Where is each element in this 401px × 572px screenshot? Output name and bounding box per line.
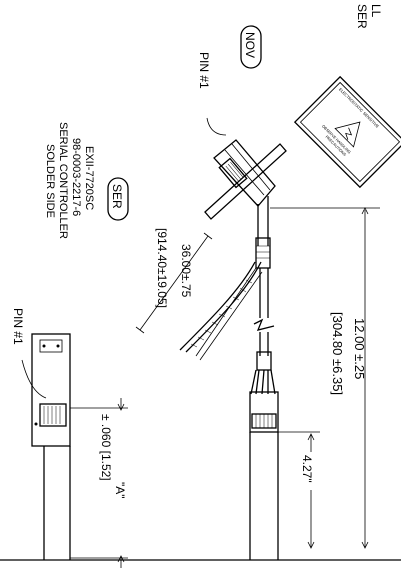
pcb-outline: [31, 333, 71, 447]
overall-length-dimension: 12.00 ±.25 [304.80 ±6.35]: [270, 207, 380, 549]
lower-cable: [249, 369, 279, 560]
twist-dim-imperial: 36.00±.75: [179, 244, 193, 298]
twisted-pair-branch: [179, 261, 263, 361]
a-dimension-label: "A": [113, 482, 127, 499]
pcb-header: [39, 403, 67, 427]
a-dimension: "A" ± .060 [1.52]: [70, 398, 128, 568]
ser-circle-label: SER: [107, 177, 129, 221]
top-connector: [204, 139, 287, 220]
connector-flange-bar: [204, 143, 287, 220]
part-info-block: EXII-7720SC 98-0003-2217-6 SERIAL CONTRO…: [44, 122, 95, 239]
ferrite-sleeve: [255, 237, 271, 269]
connector-backshell: [213, 139, 276, 207]
pcb-board: [31, 333, 71, 560]
nov-label: NOV: [243, 32, 257, 58]
offset-value: 4.27": [300, 455, 314, 483]
pin-top-label: PIN #1: [197, 52, 211, 89]
a-dimension-value: ± .060 [1.52]: [99, 414, 113, 481]
connector-pin-block: [218, 157, 248, 189]
esd-warning-label: ELECTROSTATIC SENSITIVE OBSERVE HANDLING…: [293, 75, 401, 189]
overall-length-text: 12.00 ±.25 [304.80 ±6.35]: [330, 312, 367, 395]
corner-label-line2: SER: [355, 4, 369, 29]
drain-wire: [195, 267, 257, 357]
esd-text-2: OBSERVE HANDLING: [321, 124, 351, 154]
lower-connector: [249, 391, 279, 433]
twisted-pair-strand-b: [185, 261, 262, 353]
esd-text-1: ELECTROSTATIC SENSITIVE: [338, 87, 380, 129]
twist-dim-metric: [914.40±19.05]: [155, 228, 169, 308]
esd-hand-icon: [345, 127, 353, 140]
cable-crimp: [256, 351, 272, 371]
fanned-wires: [250, 369, 276, 395]
connector-pins: [223, 161, 244, 184]
twist-dim-line: [139, 235, 209, 331]
nov-circle-label: NOV: [240, 25, 262, 69]
part-number: EXII-7720SC: [83, 146, 95, 210]
esd-warning-icon: [334, 121, 361, 148]
esd-inner-border: [299, 81, 401, 183]
drawing-number: 98-0003-2217-6: [70, 138, 82, 216]
length-imperial: 12.00 ±.25: [352, 318, 367, 379]
controller-name: SERIAL CONTROLLER: [57, 122, 69, 239]
twist-dim-text: 36.00±.75 [914.40±19.05]: [155, 228, 193, 308]
pin-bottom-label: PIN #1: [11, 308, 25, 345]
esd-outer-border: [293, 75, 401, 189]
cable-break-symbol: [253, 318, 275, 331]
pin-top-leader: [206, 117, 227, 136]
length-metric: [304.80 ±6.35]: [330, 312, 345, 395]
pin-bottom-leader: [21, 359, 47, 399]
offset-dimension: 4.27": [278, 431, 322, 549]
corner-label: LL SER: [355, 4, 383, 29]
side-description: SOLDER SIDE: [44, 144, 56, 218]
twisted-pair-strand-a: [179, 261, 256, 351]
a-dimension-text: "A" ± .060 [1.52]: [99, 414, 127, 499]
main-cable-upper: [253, 196, 275, 371]
corner-label-line1: LL: [369, 4, 383, 18]
ser-label: SER: [110, 184, 124, 209]
